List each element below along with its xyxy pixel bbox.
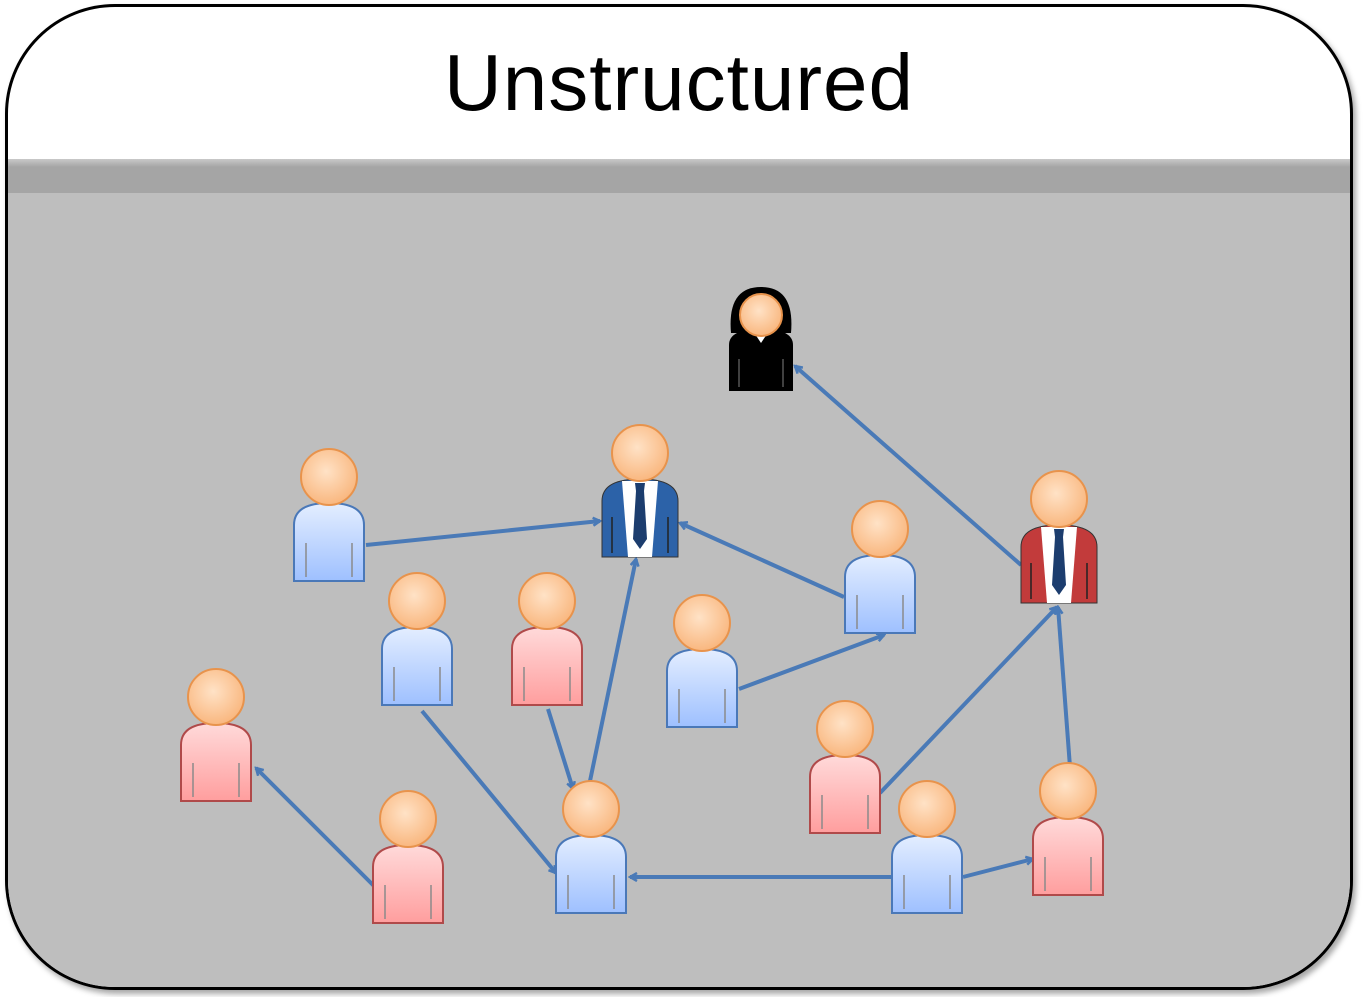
connection-arrow — [962, 859, 1033, 879]
manager-blue-icon — [601, 424, 679, 558]
connection-arrow — [878, 607, 1057, 795]
connection-arrow — [588, 559, 636, 782]
person-blue-icon — [381, 572, 453, 706]
person-blue-icon — [293, 448, 365, 582]
connection-arrow — [365, 521, 600, 547]
connection-arrow — [256, 768, 377, 889]
person-pink-icon — [809, 700, 881, 834]
person-pink-icon — [180, 668, 252, 802]
org-network-area — [8, 193, 1350, 987]
connection-arrow — [738, 635, 884, 691]
connection-arrow — [420, 709, 556, 873]
person-blue-icon — [555, 780, 627, 914]
person-blue-icon — [891, 780, 963, 914]
person-pink-icon — [511, 572, 583, 706]
connection-arrow — [680, 523, 845, 599]
connection-arrow — [795, 366, 1023, 567]
person-pink-icon — [372, 790, 444, 924]
person-blue-icon — [844, 500, 916, 634]
people-nodes — [180, 287, 1104, 924]
org-network-diagram — [180, 287, 1104, 924]
diagram-title: Unstructured — [444, 38, 914, 127]
connection-arrow — [546, 708, 573, 789]
executive-icon — [729, 287, 793, 391]
person-blue-icon — [666, 594, 738, 728]
diagram-frame: Unstructured — [5, 4, 1353, 990]
person-pink-icon — [1032, 762, 1104, 896]
connection-arrow — [1058, 607, 1072, 768]
manager-red-icon — [1020, 470, 1098, 604]
connection-arrows — [256, 366, 1072, 889]
header-divider-band — [8, 159, 1350, 193]
